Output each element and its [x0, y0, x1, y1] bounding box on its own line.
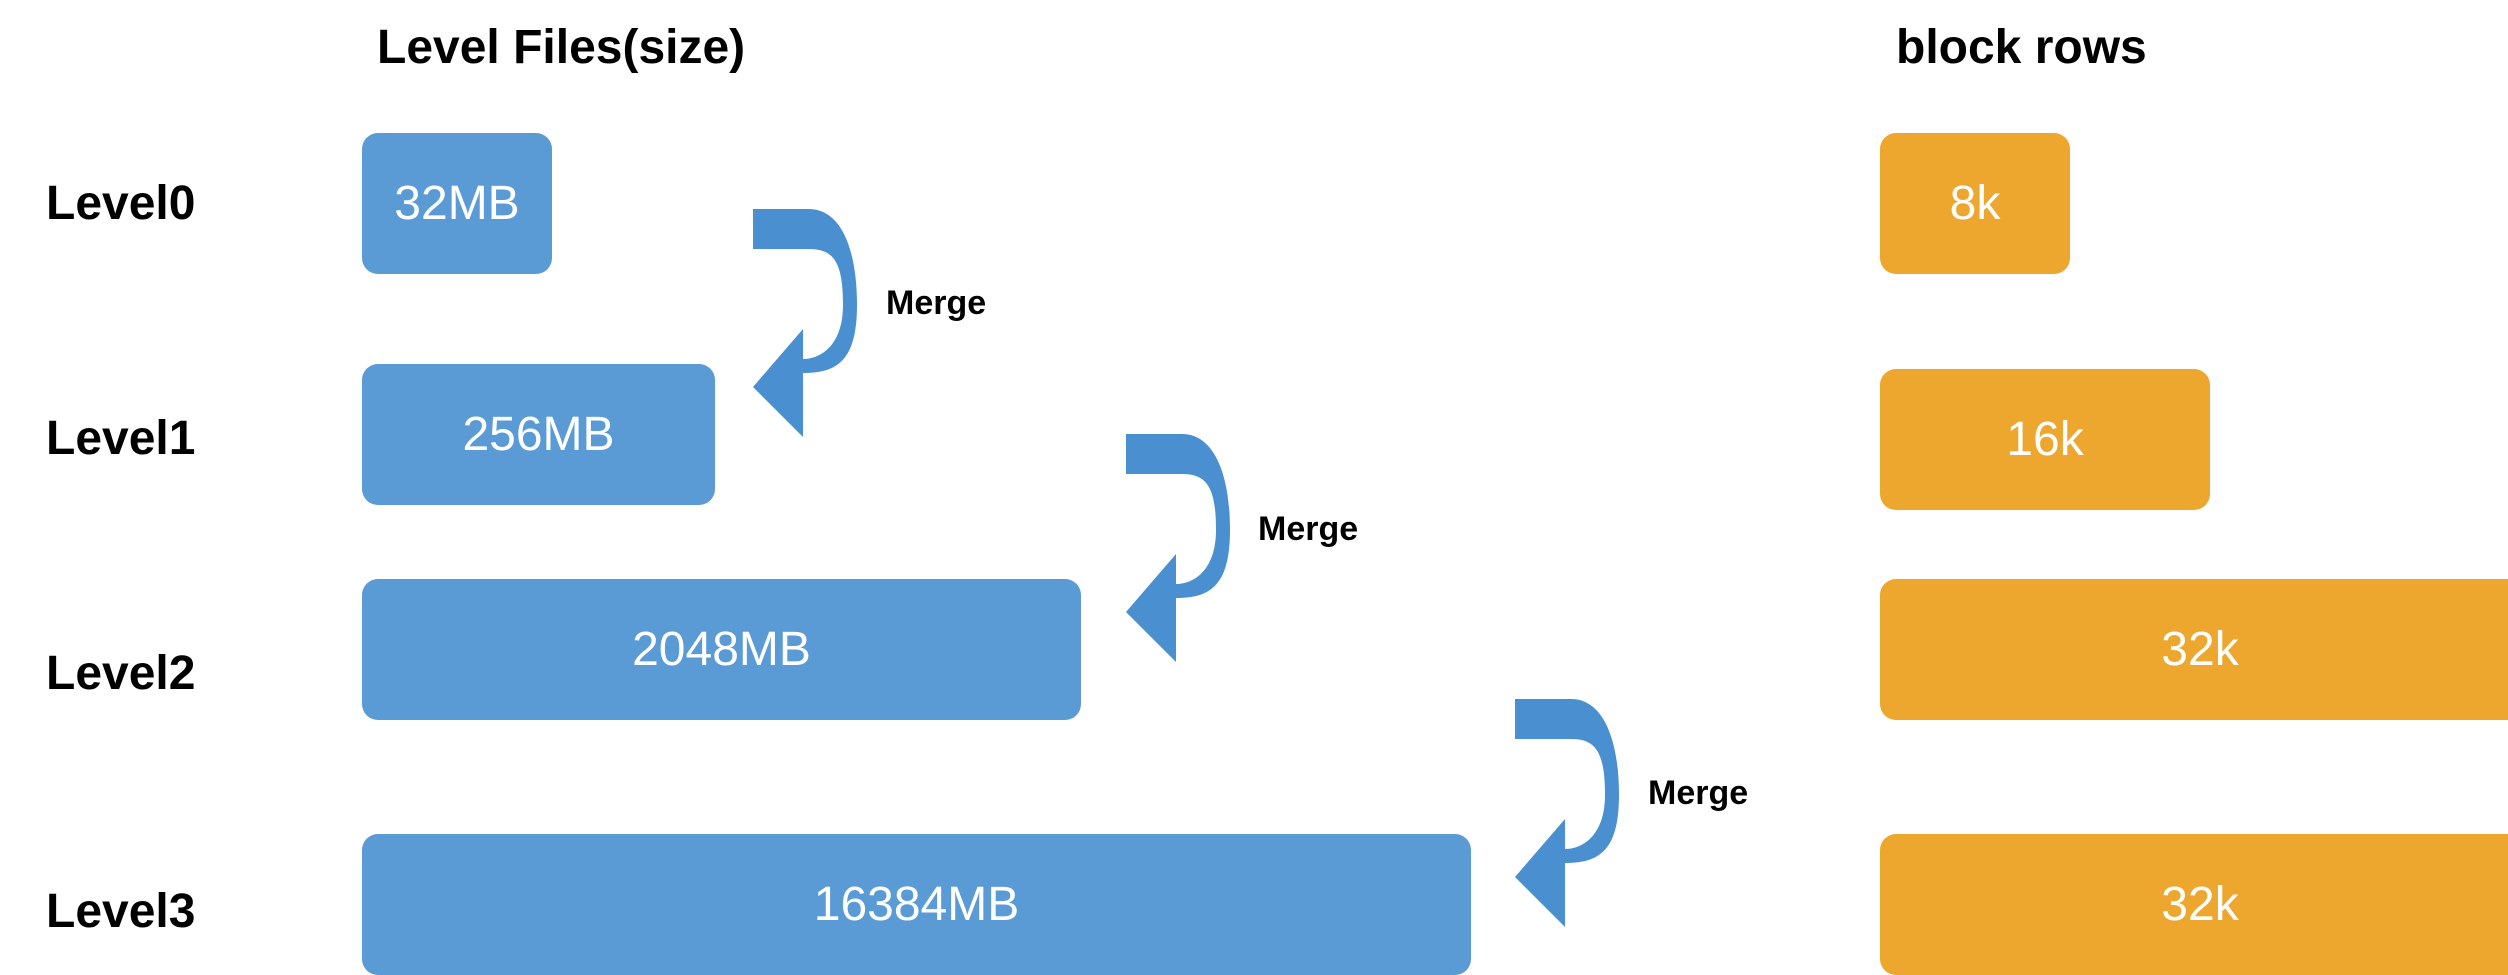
block-rows-value: 16k	[2006, 413, 2084, 466]
block-rows-box-level2: 32k	[1880, 579, 2508, 720]
file-size-value: 32MB	[394, 177, 520, 230]
merge-arrow-shape	[1126, 434, 1230, 662]
file-size-box-level3: 16384MB	[362, 834, 1471, 975]
block-rows-value: 8k	[1949, 177, 2001, 230]
merge-arrow-shape	[1515, 699, 1619, 927]
rows-column-heading: block rows	[1896, 21, 2147, 74]
level-label-0: Level0	[46, 177, 196, 230]
files-column-heading: Level Files(size)	[377, 21, 746, 74]
merge-arrow-icon	[1126, 434, 1230, 662]
file-size-box-level0: 32MB	[362, 133, 552, 274]
merge-arrow-icon	[753, 209, 857, 437]
file-size-value: 2048MB	[632, 623, 811, 676]
merge-label: Merge	[886, 284, 987, 322]
block-rows-box-level1: 16k	[1880, 369, 2210, 510]
block-rows-box-level3: 32k	[1880, 834, 2508, 975]
block-rows-box-level0: 8k	[1880, 133, 2070, 274]
merge-label: Merge	[1258, 510, 1359, 548]
file-size-value: 256MB	[462, 408, 615, 461]
file-size-value: 16384MB	[813, 878, 1020, 931]
block-rows-value: 32k	[2161, 623, 2239, 676]
merge-arrow-shape	[753, 209, 857, 437]
block-rows-value: 32k	[2161, 878, 2239, 931]
merge-arrow-icon	[1515, 699, 1619, 927]
level-label-1: Level1	[46, 412, 196, 465]
merge-label: Merge	[1648, 774, 1749, 812]
file-size-box-level1: 256MB	[362, 364, 715, 505]
file-size-box-level2: 2048MB	[362, 579, 1081, 720]
level-label-2: Level2	[46, 647, 196, 700]
level-label-3: Level3	[46, 885, 196, 938]
